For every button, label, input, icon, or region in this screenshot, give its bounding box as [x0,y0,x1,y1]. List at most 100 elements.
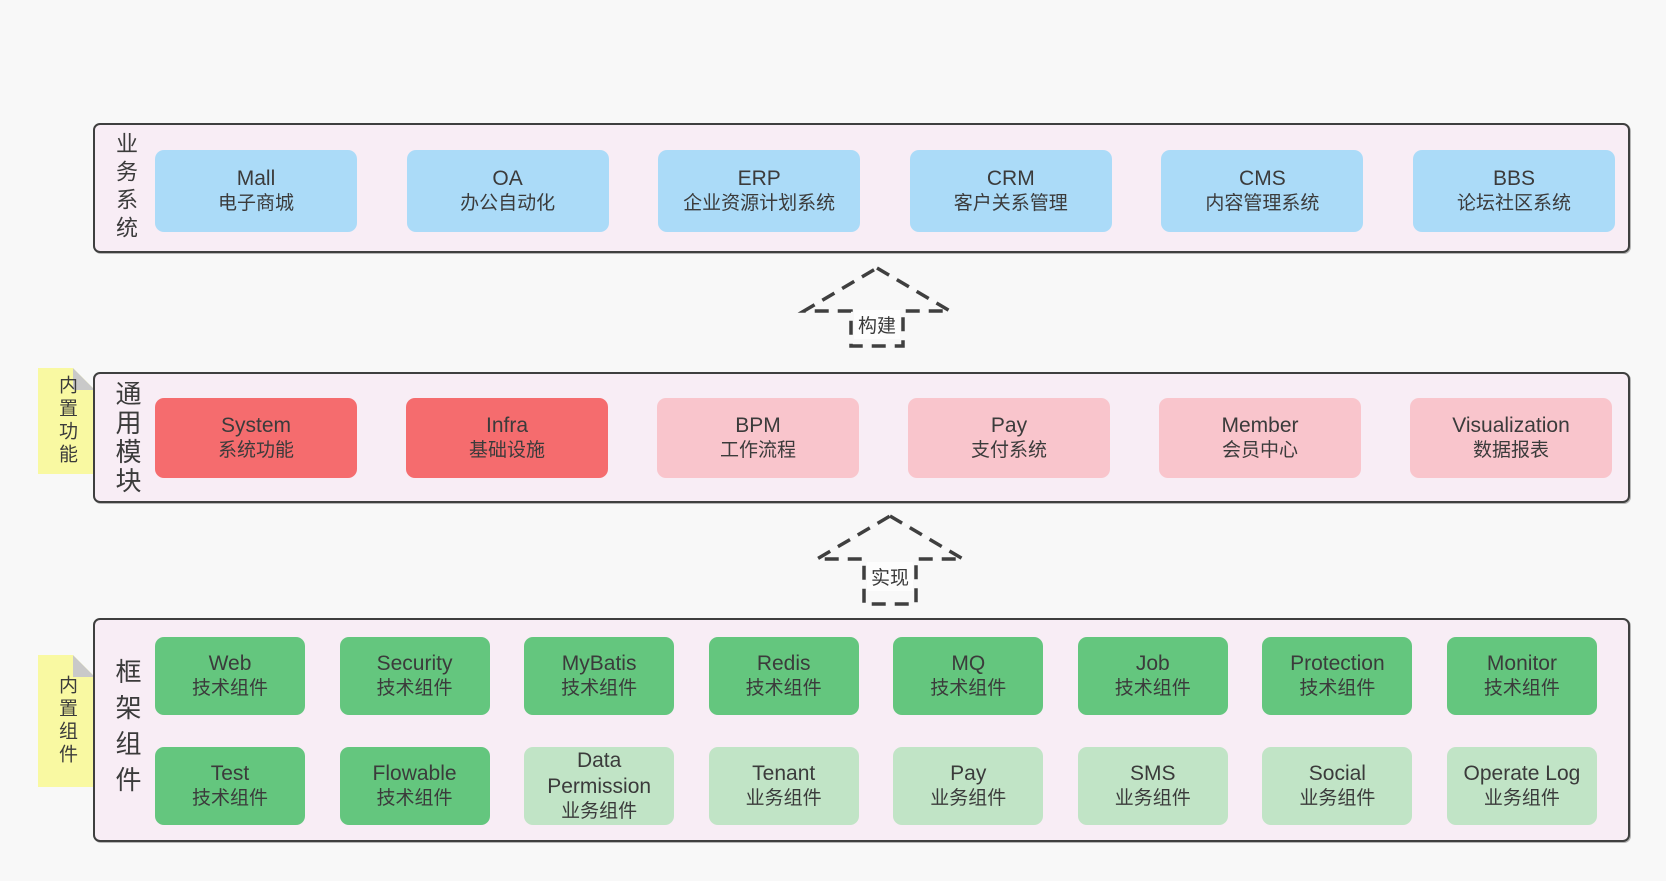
box-title: Job [1135,651,1170,675]
box-subtitle: 业务组件 [1483,788,1560,810]
box-title: BPM [735,413,781,437]
box-subtitle: 客户关系管理 [953,193,1068,215]
box-title: BBS [1492,166,1535,190]
box-subtitle: 企业资源计划系统 [683,193,836,215]
box-subtitle: 基础设施 [468,440,545,462]
build-arrow: 构建 [797,264,957,350]
module-row: System 系统功能 Infra 基础设施 BPM 工作流程 Pay 支付系统 Member 会… [155,398,1612,478]
box-subtitle: 支付系统 [970,440,1047,462]
box-subtitle: 业务组件 [561,801,638,823]
module-box-redis: Redis 技术组件 [708,637,859,715]
box-title: ERP [737,166,781,190]
note-label: 内置组件 [56,675,77,767]
layer-common-modules: 通用模块 System 系统功能 Infra 基础设施 BPM 工作流程 Pay 支付系统 Me… [93,372,1630,503]
module-grid: System 系统功能 Infra 基础设施 BPM 工作流程 Pay 支付系统 Member 会… [95,374,1628,501]
box-subtitle: 技术组件 [561,678,638,700]
module-box-member: Member 会员中心 [1159,398,1361,478]
box-subtitle: 技术组件 [191,678,268,700]
box-title: Data Permission [547,748,652,799]
module-box-protection: Protection 技术组件 [1262,637,1413,715]
box-title: Pay [990,413,1028,437]
sticky-note-builtin-components: 内置组件 [38,655,95,787]
sticky-note-builtin-features: 内置功能 [38,368,95,474]
up-arrow-icon [797,265,957,348]
box-title: Member [1221,413,1299,437]
box-subtitle: 业务组件 [745,788,822,810]
box-title: CRM [986,166,1035,190]
box-subtitle: 技术组件 [376,678,453,700]
box-subtitle: 论坛社区系统 [1456,193,1571,215]
module-box-bbs: BBS 论坛社区系统 [1412,150,1615,232]
box-subtitle: 数据报表 [1472,440,1549,462]
note-label: 内置功能 [56,375,77,467]
module-box-mybatis: MyBatis 技术组件 [524,637,675,715]
box-title: Web [208,651,252,675]
module-box-cms: CMS 内容管理系统 [1161,150,1364,232]
box-subtitle: 技术组件 [930,678,1007,700]
module-box-social: Social 业务组件 [1262,747,1413,825]
module-box-web: Web 技术组件 [155,637,305,715]
module-box-visualization: Visualization 数据报表 [1410,398,1612,478]
module-box-bpm: BPM 工作流程 [657,398,859,478]
layer-label: 框架组件 [112,658,142,802]
box-subtitle: 业务组件 [1114,788,1191,810]
module-box-crm: CRM 客户关系管理 [909,150,1112,232]
box-subtitle: 系统功能 [217,440,294,462]
module-box-oa: OA 办公自动化 [406,150,609,232]
box-title: Redis [756,651,811,675]
module-box-sms: SMS 业务组件 [1077,747,1228,825]
module-box-pay: Pay 业务组件 [893,747,1044,825]
box-subtitle: 技术组件 [1299,678,1376,700]
box-title: Operate Log [1463,761,1581,785]
module-box-system: System 系统功能 [155,398,357,478]
box-title: System [220,413,291,437]
folded-corner-icon [73,655,95,677]
layer-label: 通用模块 [112,379,142,496]
box-subtitle: 技术组件 [745,678,822,700]
module-box-job: Job 技术组件 [1077,637,1228,715]
box-title: Test [210,761,250,785]
module-box-pay: Pay 支付系统 [908,398,1110,478]
box-title: Tenant [752,761,816,785]
box-title: OA [492,166,523,190]
box-subtitle: 内容管理系统 [1205,193,1320,215]
box-title: Visualization [1452,413,1570,437]
box-subtitle: 业务组件 [1299,788,1376,810]
box-title: MQ [951,651,986,675]
module-box-tenant: Tenant 业务组件 [708,747,859,825]
box-title: Pay [950,761,987,785]
up-arrow-icon [810,513,970,606]
box-title: CMS [1239,166,1286,190]
box-subtitle: 技术组件 [1114,678,1191,700]
arrow-label: 实现 [866,562,914,591]
implement-arrow: 实现 [810,512,970,608]
box-title: Social [1308,761,1366,785]
module-box-mq: MQ 技术组件 [893,637,1044,715]
box-title: MyBatis [561,651,637,675]
box-subtitle: 技术组件 [376,788,453,810]
box-subtitle: 会员中心 [1221,440,1298,462]
box-subtitle: 办公自动化 [460,193,556,215]
box-title: Protection [1290,651,1385,675]
module-box-erp: ERP 企业资源计划系统 [658,150,861,232]
box-subtitle: 工作流程 [719,440,796,462]
module-box-infra: Infra 基础设施 [406,398,608,478]
box-title: SMS [1130,761,1176,785]
box-subtitle: 业务组件 [930,788,1007,810]
layer-label: 业务系统 [113,132,138,244]
box-title: Infra [485,413,529,437]
box-title: Mall [236,166,276,190]
module-box-operate-log: Operate Log 业务组件 [1446,747,1597,825]
